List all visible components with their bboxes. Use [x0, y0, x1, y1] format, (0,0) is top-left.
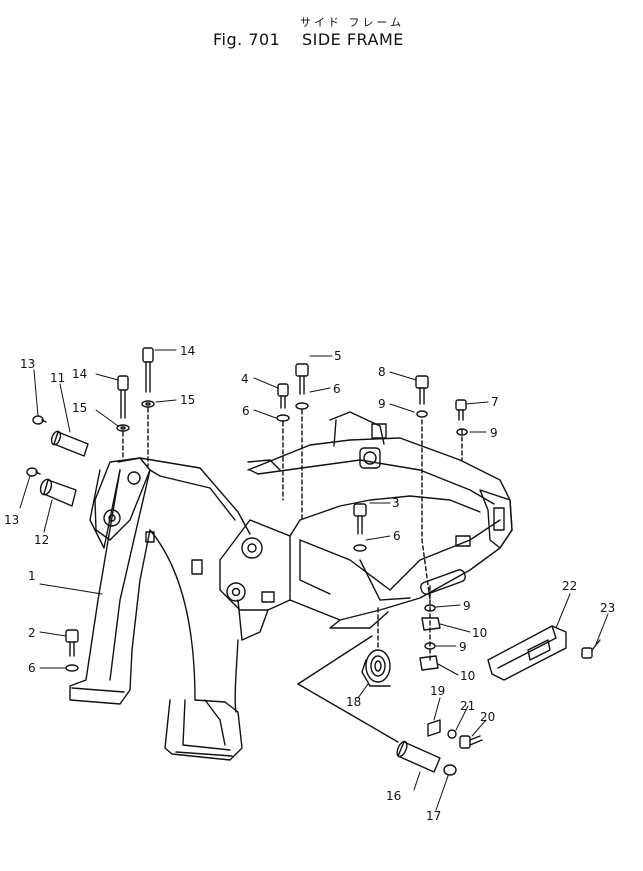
figure-title-english: SIDE FRAME: [301, 30, 404, 49]
bolt-2: [65, 629, 79, 657]
callout-20: 20: [480, 710, 495, 724]
callout-7: 7: [491, 395, 499, 409]
callout-15-left: 15: [72, 401, 87, 415]
bolt-4: [277, 383, 289, 409]
callout-9-lower-a: 9: [463, 599, 471, 613]
pin-16: [396, 740, 441, 773]
callout-14-right: 14: [180, 344, 195, 358]
callout-4: 4: [241, 372, 249, 386]
bolt-20: [459, 735, 483, 749]
callout-9-washer-bolt-8: 9: [378, 397, 386, 411]
callout-5: 5: [334, 349, 342, 363]
bolt-14-left: [117, 375, 129, 419]
callout-6-washer-bolt-2: 6: [28, 661, 36, 675]
pin-12: [39, 478, 77, 507]
callout-14-left: 14: [72, 367, 87, 381]
bolt-7: [455, 399, 467, 421]
callout-6-washer-bolt-5: 6: [333, 382, 341, 396]
callout-numbers: 1 2 3 4 5 6 6 6 6 7 8 9 9 9 9 10 10 11 1…: [4, 344, 615, 823]
callout-3: 3: [392, 496, 400, 510]
bolt-23: [581, 639, 601, 659]
callout-6-washer-bolt-4: 6: [242, 404, 250, 418]
side-frame-body: [69, 457, 291, 761]
bolt-14-right: [142, 347, 154, 393]
callout-10-upper: 10: [472, 626, 487, 640]
callout-9-washer-bolt-7: 9: [490, 426, 498, 440]
callout-15-right: 15: [180, 393, 195, 407]
callout-12: 12: [34, 533, 49, 547]
callout-13-top: 13: [20, 357, 35, 371]
fasteners: [26, 347, 601, 776]
grease-fitting-13-bottom: [26, 467, 41, 477]
callout-2: 2: [28, 626, 36, 640]
callout-22: 22: [562, 579, 577, 593]
cover-22: [487, 625, 567, 681]
figure-number: Fig. 701: [213, 30, 281, 49]
callout-8: 8: [378, 365, 386, 379]
leader-lines: [19, 349, 609, 811]
callout-19: 19: [430, 684, 445, 698]
figure-header: サイド フレーム Fig. 701 SIDE FRAME: [0, 0, 643, 60]
callout-13-bottom: 13: [4, 513, 19, 527]
rear-frame-structure: [247, 411, 513, 629]
pin-11: [50, 430, 89, 457]
callout-18: 18: [346, 695, 361, 709]
callout-6-washer-bolt-3: 6: [393, 529, 401, 543]
callout-10-lower: 10: [460, 669, 475, 683]
callout-23: 23: [600, 601, 615, 615]
figure-title-japanese: サイド フレーム: [300, 16, 405, 29]
pulley-18: [361, 649, 391, 687]
bolt-5: [295, 363, 309, 395]
bolt-8: [415, 375, 429, 405]
callout-9-lower-b: 9: [459, 640, 467, 654]
callout-11: 11: [50, 371, 65, 385]
callout-21: 21: [460, 699, 475, 713]
bolt-3: [353, 503, 367, 535]
grease-fitting-13-top: [32, 415, 47, 425]
callout-17: 17: [426, 809, 441, 823]
callout-16: 16: [386, 789, 401, 803]
figure-caption: Fig. 701 SIDE FRAME: [213, 30, 404, 49]
callout-1: 1: [28, 569, 36, 583]
